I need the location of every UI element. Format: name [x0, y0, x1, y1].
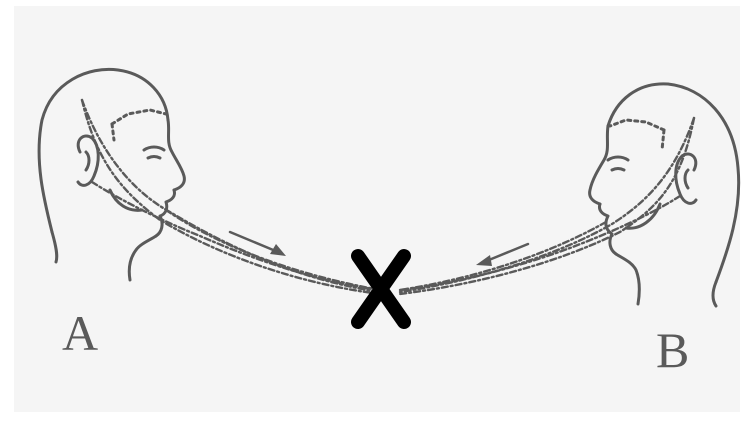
paper-background	[14, 6, 740, 412]
label-person-b: B	[656, 325, 689, 375]
cross-mark-icon	[348, 246, 414, 332]
label-person-a: A	[62, 308, 98, 358]
